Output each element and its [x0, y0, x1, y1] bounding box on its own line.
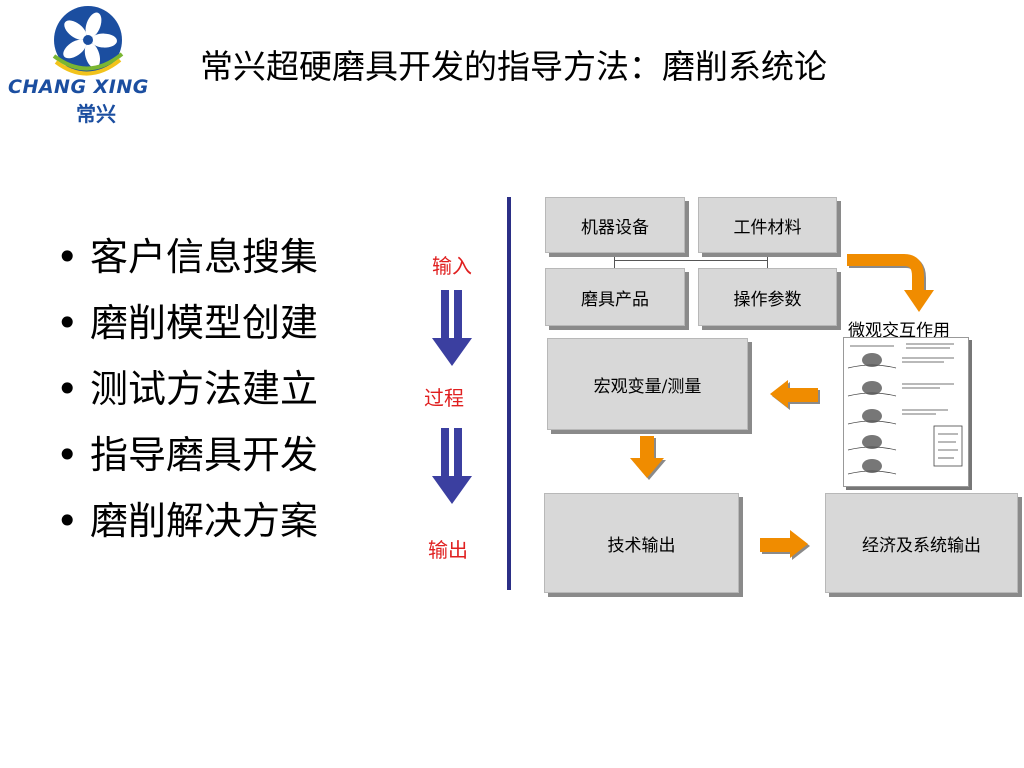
bullet-dot: • — [56, 433, 79, 477]
bullet-text: 磨削模型创建 — [90, 301, 319, 345]
bullet-dot: • — [56, 367, 79, 411]
down-arrow-icon — [432, 290, 472, 366]
bullet-text: 磨削解决方案 — [90, 499, 319, 543]
logo-text-cn: 常兴 — [76, 102, 116, 126]
flow-label-input: 输入 — [432, 254, 472, 278]
slide-title: 常兴超硬磨具开发的指导方法：磨削系统论 — [200, 47, 827, 86]
bullet-item: •指导磨具开发 — [52, 422, 318, 488]
pinwheel-logo-icon — [52, 6, 124, 76]
bullet-item: •客户信息搜集 — [52, 224, 318, 290]
bullet-text: 指导磨具开发 — [90, 433, 319, 477]
micro-interaction-figure — [843, 337, 969, 487]
bullet-text: 客户信息搜集 — [90, 235, 319, 279]
connector-line — [767, 252, 768, 268]
box-label: 磨具产品 — [581, 289, 649, 310]
box-economic-output: 经济及系统输出 — [825, 493, 1018, 593]
box-label: 宏观变量/测量 — [593, 376, 702, 397]
micro-interaction-label: 微观交互作用 — [848, 321, 950, 341]
box-technical-output: 技术输出 — [544, 493, 739, 593]
bullet-item: •磨削模型创建 — [52, 290, 318, 356]
down-arrow-orange-icon — [630, 436, 666, 480]
curved-arrow-icon — [847, 254, 934, 312]
box-operation-params: 操作参数 — [698, 268, 837, 326]
down-arrow-icon — [432, 428, 472, 504]
left-arrow-icon — [770, 380, 820, 410]
box-workpiece: 工件材料 — [698, 197, 837, 253]
box-label: 经济及系统输出 — [862, 535, 981, 556]
bullet-dot: • — [56, 235, 79, 279]
right-arrow-icon — [760, 530, 810, 560]
company-logo: CHANG XING 常兴 — [0, 0, 180, 130]
box-label: 机器设备 — [581, 217, 649, 238]
bullet-item: •测试方法建立 — [52, 356, 318, 422]
box-label: 操作参数 — [733, 289, 802, 310]
connector-line — [614, 260, 768, 261]
flow-label-process: 过程 — [424, 386, 464, 410]
bullet-dot: • — [56, 499, 79, 543]
box-machine: 机器设备 — [545, 197, 685, 253]
bullet-text: 测试方法建立 — [90, 367, 319, 411]
box-tool-product: 磨具产品 — [545, 268, 685, 326]
bullet-item: •磨削解决方案 — [52, 488, 318, 554]
bullet-list: •客户信息搜集 •磨削模型创建 •测试方法建立 •指导磨具开发 •磨削解决方案 — [52, 224, 318, 554]
logo-text-en: CHANG XING — [8, 76, 149, 98]
connector-line — [614, 252, 615, 268]
box-label: 技术输出 — [607, 535, 676, 556]
box-label: 工件材料 — [733, 217, 802, 238]
grinding-schematic-icon — [847, 343, 963, 475]
box-macro-variables: 宏观变量/测量 — [547, 338, 748, 430]
flow-label-output: 输出 — [428, 538, 468, 562]
bullet-dot: • — [56, 301, 79, 345]
vertical-divider — [507, 197, 511, 590]
